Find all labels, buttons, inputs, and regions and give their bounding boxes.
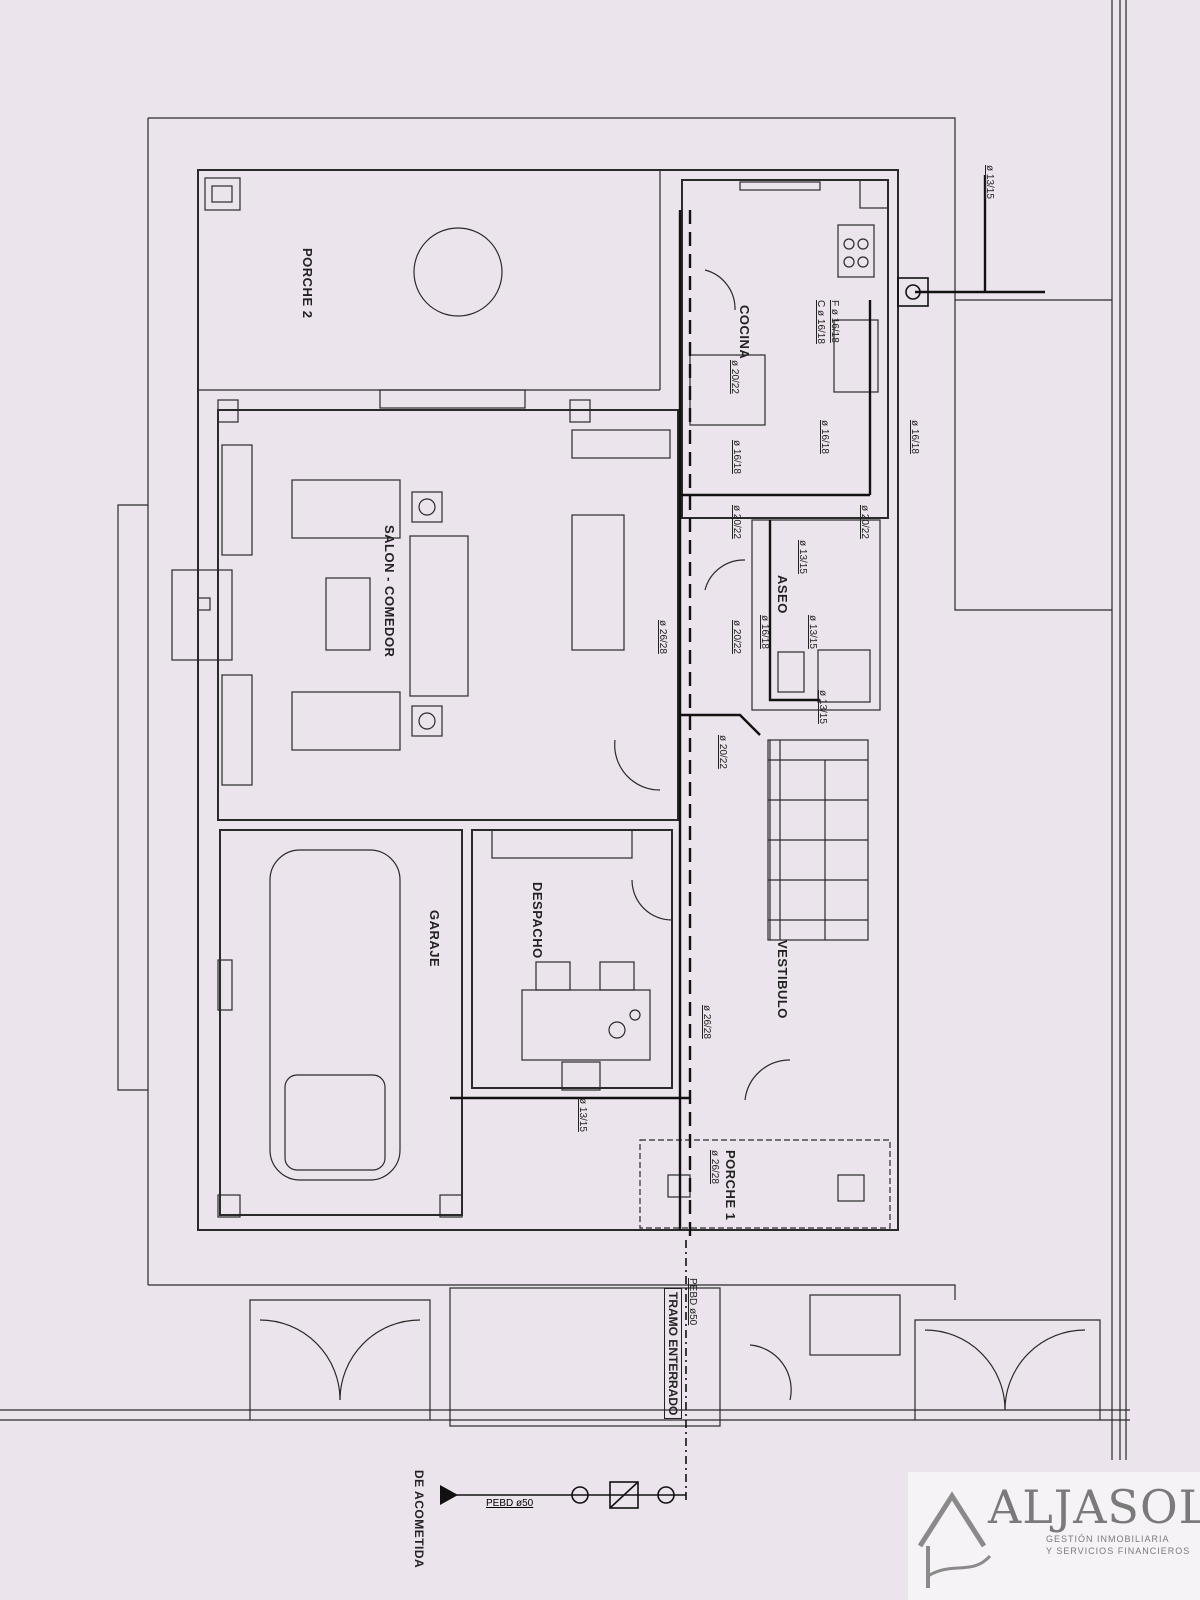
pipe-label: ø 20/22 <box>731 620 742 654</box>
room-label-garaje: GARAJE <box>427 910 442 968</box>
acometida-label: DE ACOMETIDA <box>412 1470 426 1569</box>
room-label-salon: SALON - COMEDOR <box>382 525 397 658</box>
pipe-label: F ø 16/18 <box>829 300 840 343</box>
room-label-porche1: PORCHE 1 <box>723 1150 738 1221</box>
pipe-label: PEBD ø50 <box>486 1498 534 1509</box>
pipe-label: ø 26/28 <box>657 620 668 654</box>
room-label-aseo: ASEO <box>775 575 790 614</box>
pipe-label: ø 26/28 <box>709 1150 720 1184</box>
pipe-label: ø 20/22 <box>731 505 742 539</box>
pipe-label: ø 20/22 <box>729 360 740 394</box>
tramo-enterrado-label: TRAMO ENTERRADO <box>664 1288 682 1420</box>
logo-tagline: GESTIÓN INMOBILIARIA <box>1046 1534 1170 1544</box>
brand-logo: ALJASOL GESTIÓN INMOBILIARIA Y SERVICIOS… <box>908 1472 1200 1600</box>
room-label-porche2: PORCHE 2 <box>300 248 315 319</box>
pipe-label: ø 20/22 <box>859 505 870 539</box>
logo-tagline: Y SERVICIOS FINANCIEROS <box>1046 1546 1191 1556</box>
pipe-label: C ø 16/18 <box>815 300 826 344</box>
pipe-label: ø 13/15 <box>797 540 808 574</box>
room-label-cocina: COCINA <box>737 305 752 360</box>
pipe-label: ø 16/18 <box>731 440 742 474</box>
logo-name: ALJASOL <box>988 1480 1200 1534</box>
pipe-label: ø 13/15 <box>807 615 818 649</box>
room-label-vestibulo: VESTIBULO <box>775 940 790 1019</box>
pipe-label: ø 16/18 <box>759 615 770 649</box>
pipe-label: PEBD ø50 <box>687 1278 698 1326</box>
pipe-label: ø 13/15 <box>817 690 828 724</box>
pipe-label: ø 20/22 <box>717 735 728 769</box>
pipe-label: ø 16/18 <box>909 420 920 454</box>
room-label-despacho: DESPACHO <box>530 882 545 959</box>
pipe-label: ø 13/15 <box>577 1098 588 1132</box>
pipe-label: ø 26/28 <box>701 1005 712 1039</box>
house-logo-icon <box>917 1491 992 1588</box>
pipe-label: ø 13/15 <box>984 165 995 199</box>
pipe-label: ø 16/18 <box>819 420 830 454</box>
